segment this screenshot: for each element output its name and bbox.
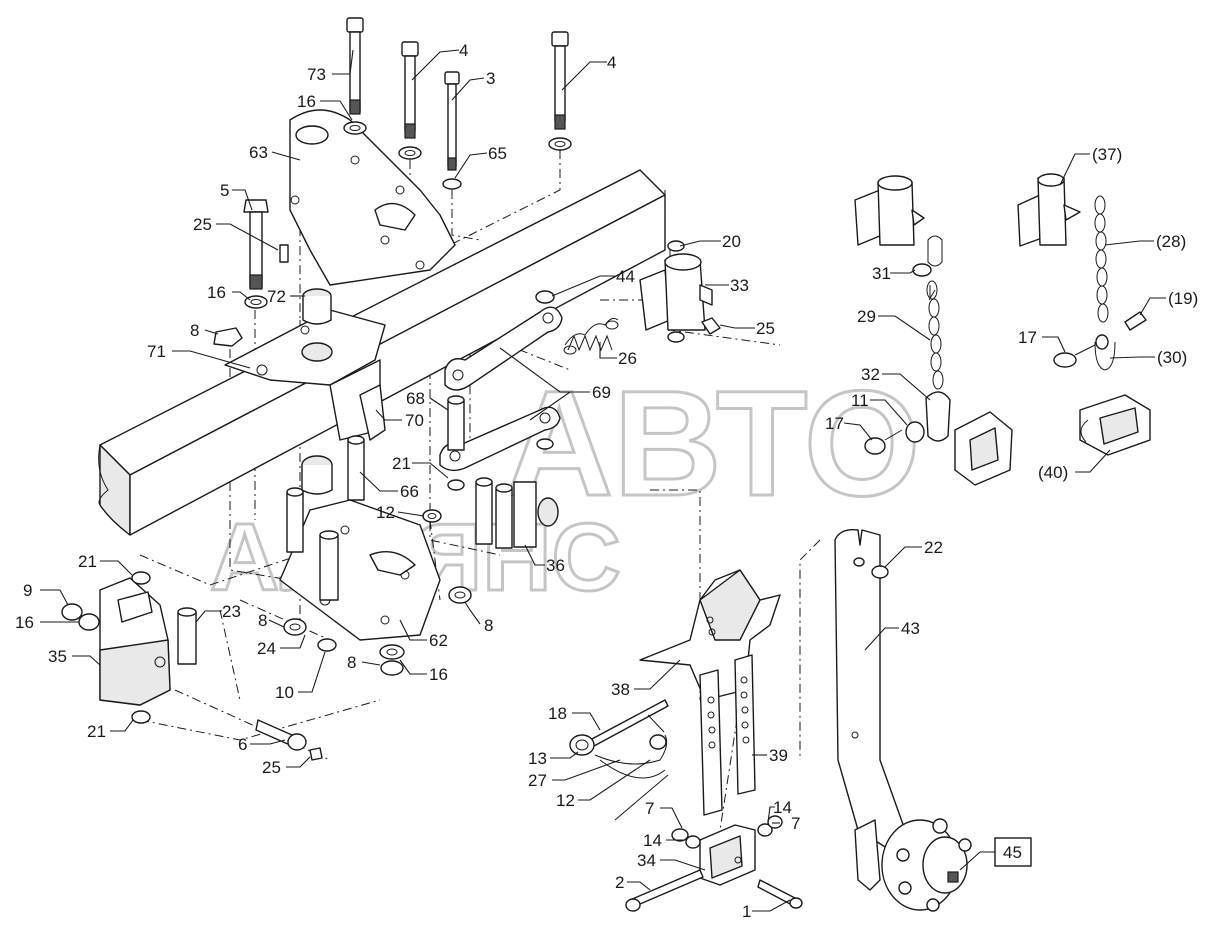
callout-21-a: 21 [392,454,411,473]
callout-26: 26 [618,349,637,368]
callout-40: (40) [1038,463,1068,482]
callout-23: 23 [222,602,241,621]
callout-9: 9 [23,581,32,600]
frame-beam [98,169,666,536]
bolt-5-group [213,199,289,347]
callout-30: (30) [1157,348,1187,367]
callout-65: 65 [488,144,507,163]
callout-16-a: 16 [297,92,316,111]
top-bolts [343,17,572,190]
callout-43: 43 [901,619,920,638]
callout-25-c: 25 [262,758,281,777]
callout-8-c: 8 [484,616,493,635]
callout-20: 20 [722,232,741,251]
callout-7-a: 7 [645,799,654,818]
callout-69: 69 [592,383,611,402]
callout-35: 35 [48,647,67,666]
callout-14-b: 14 [773,798,792,817]
callout-16-d: 16 [429,665,448,684]
bracket-34 [625,815,803,912]
chain-links-right [1094,195,1109,323]
pivot-70 [359,384,386,441]
callout-4-a: 4 [459,41,468,60]
coupler-33 [639,240,721,343]
callout-11: 11 [851,391,869,410]
callout-44: 44 [616,267,635,286]
callout-72: 72 [267,287,286,306]
callout-36: 36 [546,556,565,575]
callout-73: 73 [307,65,326,84]
leader-lines [40,49,1166,912]
callout-6: 6 [238,735,247,754]
callout-5: 5 [220,181,229,200]
callout-45: 45 [1003,843,1022,862]
callout-12-a: 12 [376,503,395,522]
callout-24: 24 [257,639,276,658]
callout-68: 68 [406,389,425,408]
callout-19: (19) [1168,289,1198,308]
pin-18 [569,699,669,821]
stand-43 [834,529,972,912]
chain-assembly-left [854,175,1013,486]
callout-18: 18 [548,704,567,723]
callout-62: 62 [429,631,448,650]
chain-assembly-right [1017,173,1151,456]
callout-8-a: 8 [190,321,199,340]
callout-16-b: 16 [207,283,226,302]
callout-22: 22 [924,538,943,557]
callout-28: (28) [1156,232,1186,251]
callout-17-a: 17 [825,414,844,433]
bolt-6 [255,719,323,761]
chain-links-left [926,280,944,390]
callout-8-d: 8 [347,653,356,672]
callout-1: 1 [742,902,751,921]
callout-63: 63 [249,143,268,162]
bracket-63 [289,109,456,286]
callout-32: 32 [861,365,880,384]
callout-66: 66 [400,482,419,501]
bushing-72 [301,288,333,362]
callout-12-b: 12 [556,791,575,810]
callout-13: 13 [528,749,547,768]
callout-31: 31 [872,264,891,283]
callout-33: 33 [730,276,749,295]
lower-nuts [283,586,472,676]
pin-68 [447,395,465,451]
callout-38: 38 [611,680,630,699]
callout-16-c: 16 [15,613,34,632]
callout-25-b: 25 [756,319,775,338]
callout-14-a: 14 [643,831,662,850]
callout-8-b: 8 [258,611,267,630]
spring-26 [563,317,619,355]
callout-21-b: 21 [78,552,97,571]
callout-2: 2 [615,873,624,892]
callout-39: 39 [769,746,788,765]
ref-box-45 [994,837,1032,867]
callout-25-a: 25 [193,215,212,234]
pin-36 [475,477,559,549]
callout-21-c: 21 [87,722,106,741]
bushings-66 [286,435,365,601]
callout-34: 34 [637,851,656,870]
callout-71: 71 [147,342,166,361]
callout-37: (37) [1092,145,1122,164]
callout-4-b: 4 [607,53,616,72]
callout-29: 29 [857,307,876,326]
callout-labels: 73 4 3 4 16 65 63 5 25 16 72 8 71 20 33 … [15,41,1198,921]
callout-7-b: 7 [791,814,800,833]
jaw-35 [61,571,197,724]
callout-3: 3 [486,69,495,88]
callout-27: 27 [528,771,547,790]
callout-17-b: 17 [1018,328,1037,347]
watermark-line1: АВТО [505,359,921,527]
callout-70: 70 [405,411,424,430]
jack-bracket-38 [639,569,781,816]
callout-10: 10 [275,683,294,702]
small-nuts [422,290,555,523]
